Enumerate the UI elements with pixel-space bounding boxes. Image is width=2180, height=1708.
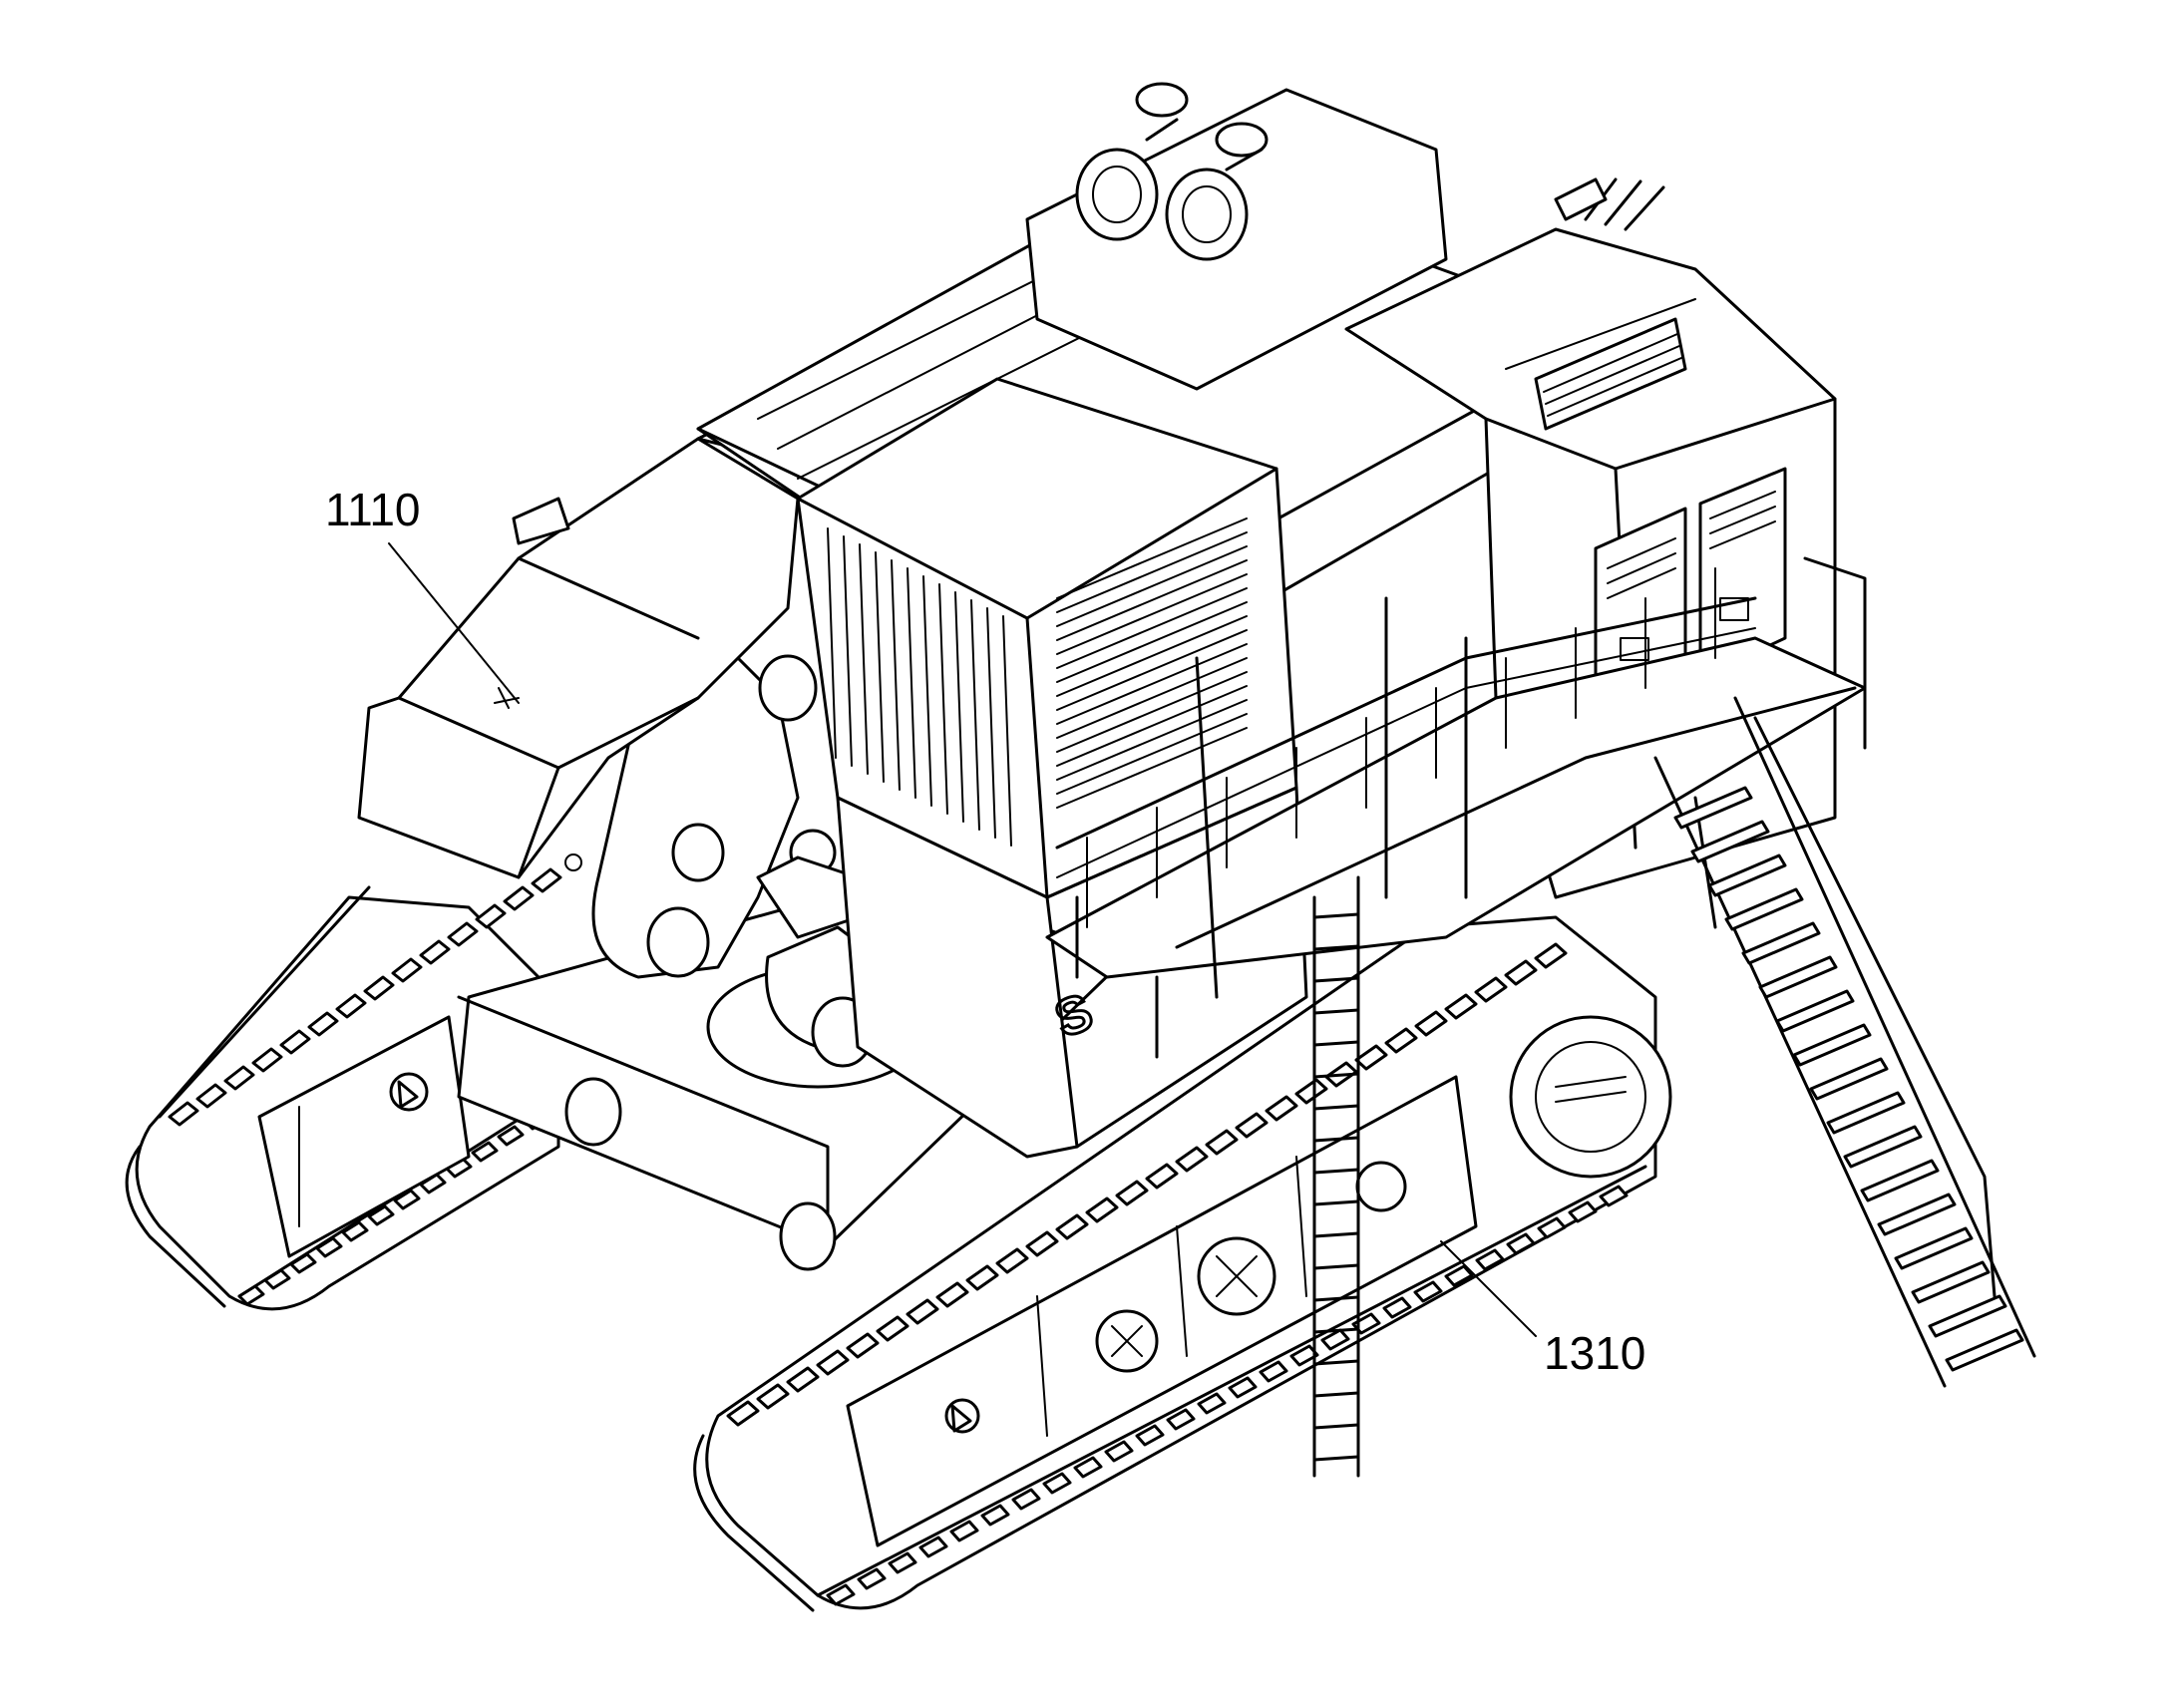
air-filters bbox=[1025, 82, 1448, 391]
access-stairway bbox=[1653, 696, 2036, 1388]
handrails bbox=[1055, 556, 1867, 999]
leader-lines bbox=[388, 542, 1537, 1337]
radiator-slats bbox=[827, 527, 1012, 847]
grille-top-slats bbox=[1543, 333, 1682, 417]
radiator-block: S bbox=[796, 377, 1308, 1159]
right-crawler-track bbox=[693, 915, 1672, 1612]
leader-line-1110 bbox=[388, 542, 520, 704]
access-ladder bbox=[1312, 875, 1360, 1478]
reference-label-1110: 1110 bbox=[325, 484, 421, 535]
side-louvers bbox=[1056, 517, 1248, 809]
left-crawler-track bbox=[125, 867, 562, 1311]
reference-label-1310: 1310 bbox=[1544, 1327, 1646, 1379]
walkway-platform bbox=[1045, 556, 1867, 1059]
leader-line-1310 bbox=[1440, 1240, 1537, 1337]
